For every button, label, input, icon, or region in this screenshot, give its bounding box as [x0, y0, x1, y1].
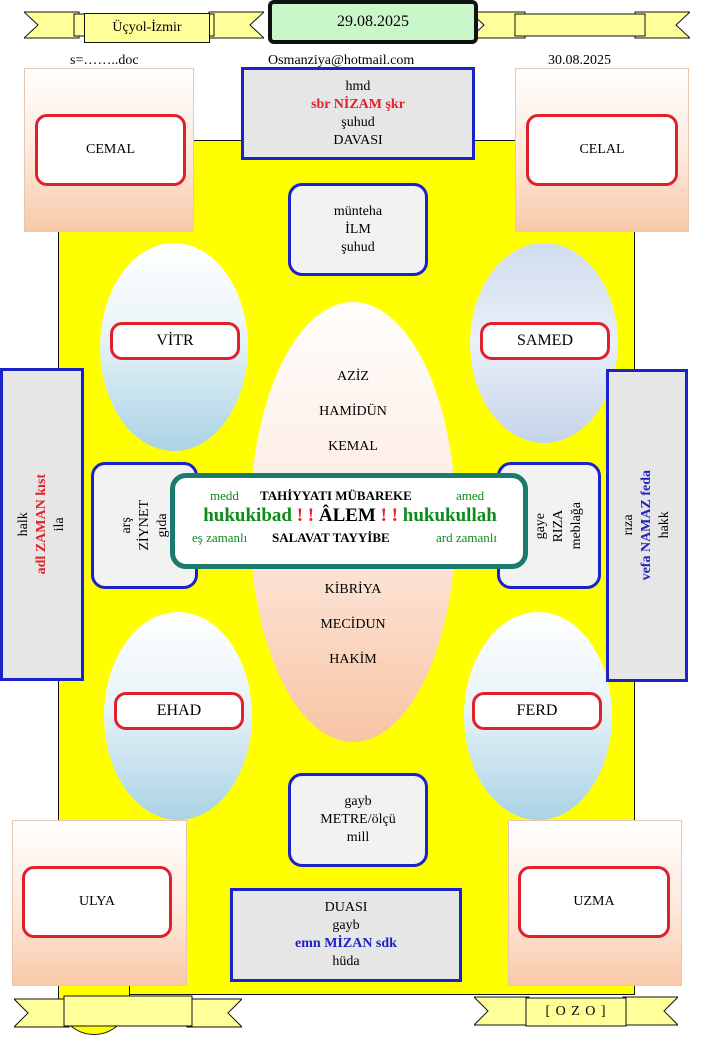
- panel-alem: ÂLEM: [318, 505, 376, 526]
- left-side-box: halk adl ZAMAN kıst ila: [0, 368, 84, 681]
- name-kibriya: KİBRİYA: [324, 582, 382, 597]
- corner-label-ulya: ULYA: [22, 866, 172, 938]
- bottom-box-line2: gayb: [332, 918, 360, 933]
- inner-right-line1: gaye: [533, 512, 548, 539]
- panel-title: TAHİYYATI MÜBAREKE: [260, 488, 412, 503]
- bottom-box-line3: emn MİZAN sdk: [295, 936, 397, 951]
- label-ehad: EHAD: [114, 692, 244, 730]
- panel-amed: amed: [456, 488, 485, 503]
- celal-text: CELAL: [579, 142, 625, 157]
- label-vitr: VİTR: [110, 322, 240, 360]
- left-side-line3: ila: [52, 517, 67, 532]
- date2-label: 30.08.2025: [548, 53, 611, 68]
- inner-left-line1: arş: [118, 517, 134, 534]
- inner-left-line2: ZİYNET: [136, 500, 152, 551]
- label-ferd: FERD: [472, 692, 602, 730]
- panel-hukukibad: hukukibad: [203, 505, 292, 526]
- bottom-box-line1: DUASI: [324, 900, 368, 915]
- inner-left-line3: gıda: [154, 513, 170, 538]
- panel-hukukullah: hukukullah: [402, 505, 497, 526]
- ozo-label: [ O Z O ]: [526, 998, 626, 1026]
- inner-right-line2: RIZA: [551, 509, 566, 542]
- panel-medd: medd: [210, 488, 239, 503]
- panel-es-zamanli: eş zamanlı: [192, 530, 248, 545]
- lower-box-line2: METRE/ölçü: [320, 812, 396, 827]
- panel-bang-right: ! !: [380, 505, 399, 526]
- upper-box: münteha İLM şuhud: [288, 183, 428, 276]
- top-box-line1: hmd: [345, 78, 371, 94]
- corner-label-cemal: CEMAL: [35, 114, 186, 186]
- cemal-text: CEMAL: [86, 142, 135, 157]
- upper-box-line2: İLM: [345, 221, 371, 237]
- ferd-text: FERD: [516, 702, 558, 719]
- ozo-text: [ O Z O ]: [545, 1004, 607, 1019]
- name-kemal: KEMAL: [328, 439, 378, 454]
- ribbon-bottom-left: [14, 995, 242, 1028]
- right-side-line3: hakk: [657, 511, 672, 540]
- bottom-box-line4: hüda: [332, 954, 360, 969]
- ulya-text: ULYA: [79, 894, 115, 909]
- corner-label-uzma: UZMA: [518, 866, 670, 938]
- panel-bang-left: ! !: [296, 505, 315, 526]
- inner-right-line3: meblağa: [569, 501, 584, 550]
- name-hamidun: HAMİDÜN: [319, 404, 387, 419]
- name-mecidun: MECİDUN: [320, 617, 386, 632]
- file-label: s=……..doc: [70, 53, 139, 68]
- lower-box: gayb METRE/ölçü mill: [288, 773, 428, 867]
- name-hakim: HAKİM: [329, 652, 377, 667]
- left-side-line1: halk: [16, 512, 31, 537]
- ribbon-right: [470, 11, 690, 39]
- center-names-top: AZİZ HAMİDÜN KEMAL: [250, 368, 456, 456]
- samed-text: SAMED: [516, 332, 573, 349]
- right-side-line1: rıza: [621, 515, 636, 536]
- right-side-box: rıza vefa NAMAZ feda hakk: [606, 369, 688, 682]
- lower-box-line1: gayb: [344, 794, 372, 809]
- upper-box-line3: şuhud: [341, 239, 375, 255]
- panel-row3: eş zamanlı SALAVAT TAYYİBE ard zamanlı: [180, 530, 520, 548]
- date-box: 29.08.2025: [268, 0, 478, 44]
- ribbon-bottom-right: [474, 996, 678, 1027]
- label-samed: SAMED: [480, 322, 610, 360]
- ehad-text: EHAD: [156, 702, 202, 719]
- lower-box-line3: mill: [346, 830, 370, 845]
- name-aziz: AZİZ: [337, 369, 369, 384]
- vitr-text: VİTR: [156, 332, 194, 349]
- bottom-box: DUASI gayb emn MİZAN sdk hüda: [230, 888, 462, 982]
- location-label: Üçyol-İzmir: [84, 13, 210, 43]
- panel-salavat: SALAVAT TAYYİBE: [272, 530, 390, 545]
- top-box-line3: şuhud: [341, 114, 375, 130]
- center-panel: [170, 473, 528, 569]
- right-side-line2: vefa NAMAZ feda: [639, 470, 654, 581]
- panel-row1: medd TAHİYYATI MÜBAREKE amed: [180, 488, 520, 506]
- panel-row2: hukukibad ! ! ÂLEM ! ! hukukullah: [180, 505, 520, 531]
- uzma-text: UZMA: [573, 894, 615, 909]
- top-box-line2: sbr NİZAM şkr: [311, 96, 405, 112]
- top-box: hmd sbr NİZAM şkr şuhud DAVASI: [241, 67, 475, 160]
- date-value: 29.08.2025: [337, 13, 409, 30]
- panel-ard-zamanli: ard zamanlı: [436, 530, 497, 545]
- upper-box-line1: münteha: [333, 203, 383, 219]
- top-box-line4: DAVASI: [333, 132, 383, 148]
- email-label: Osmanziya@hotmail.com: [268, 53, 415, 68]
- center-names-bottom: KİBRİYA MECİDUN HAKİM: [250, 581, 456, 669]
- left-side-line2: adl ZAMAN kıst: [34, 474, 49, 575]
- corner-label-celal: CELAL: [526, 114, 678, 186]
